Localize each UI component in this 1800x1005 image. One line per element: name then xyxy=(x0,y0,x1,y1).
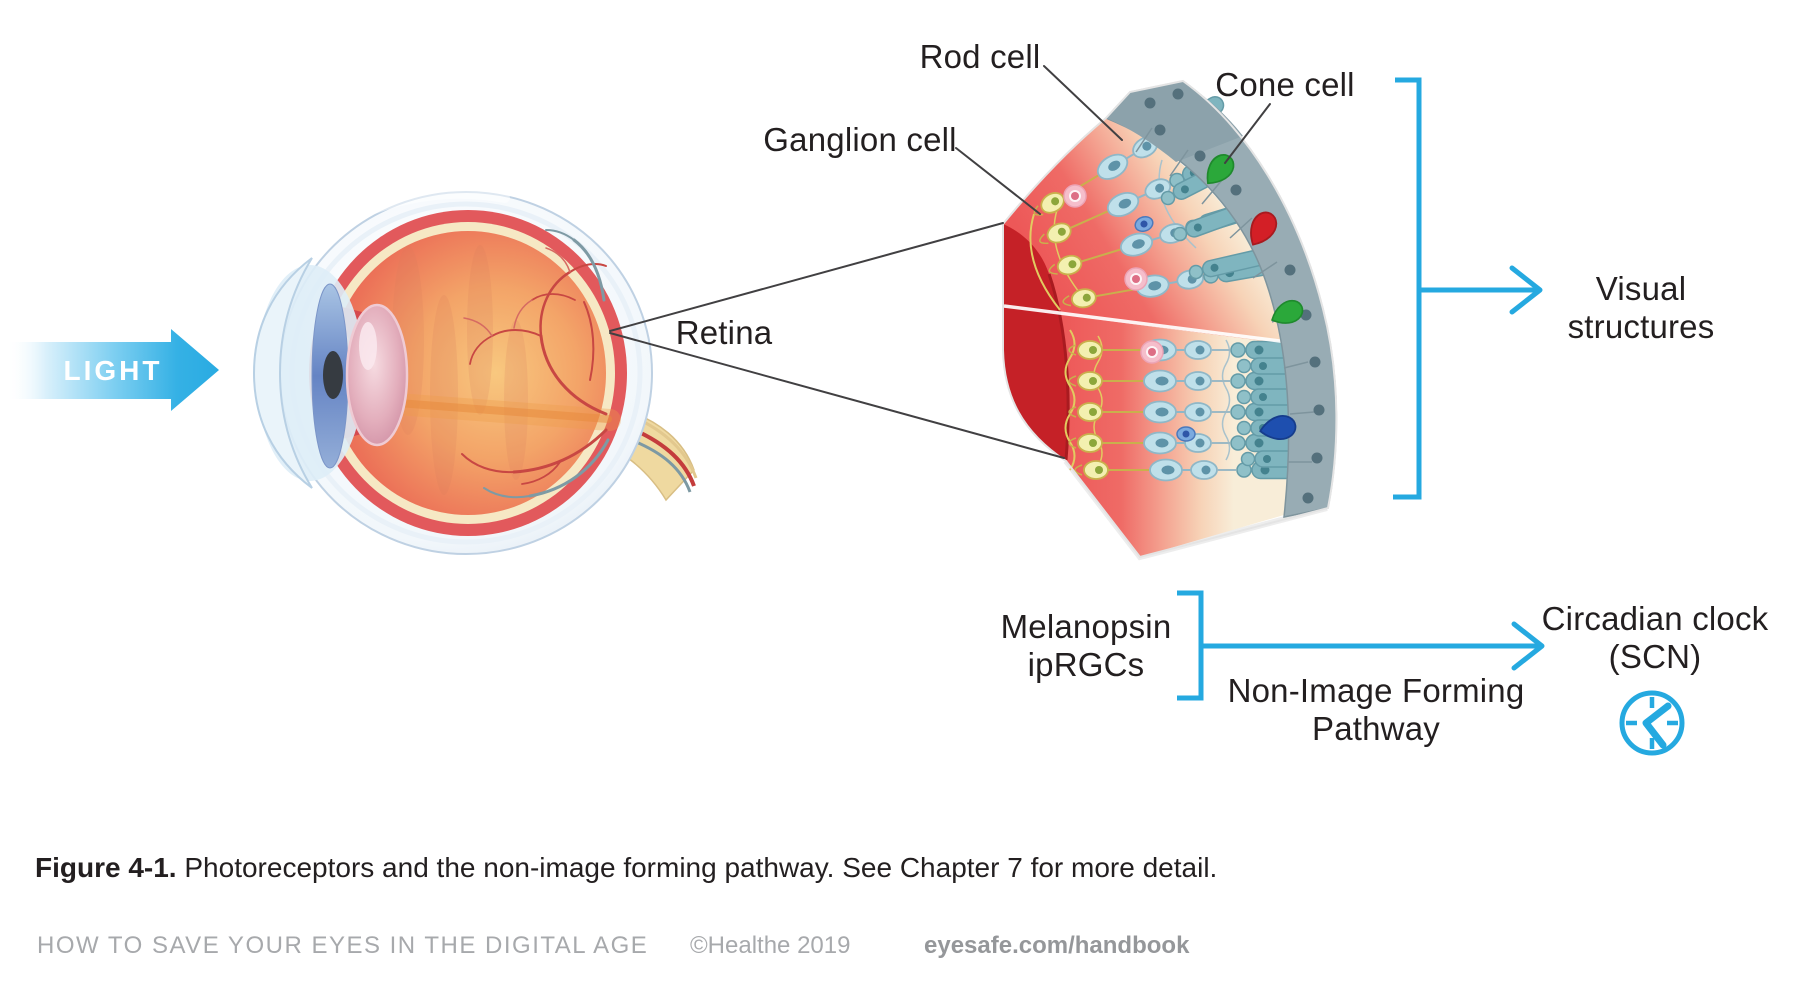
rod-cell-pointer xyxy=(1043,65,1123,141)
melanopsin-bracket xyxy=(1177,590,1545,701)
arrow-head-icon xyxy=(1509,265,1543,315)
retina-label: Retina xyxy=(675,314,773,351)
circadian-clock-line2: (SCN) xyxy=(1608,638,1702,675)
circadian-clock-label: Circadian clock (SCN) xyxy=(1542,600,1769,676)
clock-icon xyxy=(1619,690,1685,756)
figure-number: Figure 4-1. xyxy=(35,852,177,883)
retinal-vessels-red xyxy=(461,247,608,485)
vitreous-interior xyxy=(330,231,606,515)
ganglion-network xyxy=(1029,209,1103,471)
retina-wedge xyxy=(1002,79,1338,561)
ganglion-cell-label: Ganglion cell xyxy=(763,121,957,158)
ganglion-cell-pointer xyxy=(955,147,1041,215)
melanopsin-line1: Melanopsin xyxy=(1000,608,1172,645)
visual-structures-bracket xyxy=(1393,77,1543,500)
arrow-head-icon xyxy=(1511,621,1545,671)
cone-cell-pointer xyxy=(1224,103,1271,164)
visual-structures-line2: structures xyxy=(1567,308,1715,345)
retinal-vessels-teal xyxy=(483,229,610,499)
pointer-lines xyxy=(609,65,1271,459)
clock-hands xyxy=(1642,702,1672,749)
retina-pointer-upper xyxy=(609,222,1004,332)
light-arrow xyxy=(8,329,219,411)
melanopsin-label: Melanopsin ipRGCs xyxy=(1001,608,1172,684)
footer-website-link: eyesafe.com/handbook xyxy=(924,932,1190,959)
melanopsin-line2: ipRGCs xyxy=(1027,646,1145,683)
figure-caption: Figure 4-1. Photoreceptors and the non-i… xyxy=(35,852,1217,884)
non-image-forming-line1: Non-Image Forming xyxy=(1227,672,1525,709)
footer-copyright: ©Healthe 2019 xyxy=(690,932,851,959)
cornea xyxy=(252,257,313,489)
cone-cell-label: Cone cell xyxy=(1215,66,1355,103)
light-label: LIGHT xyxy=(63,355,163,386)
pupil xyxy=(323,351,343,399)
non-image-forming-label: Non-Image Forming Pathway xyxy=(1228,672,1525,748)
small-blue-cells xyxy=(1134,215,1196,442)
visual-structures-line1: Visual xyxy=(1595,270,1687,307)
eye-illustration xyxy=(252,188,698,555)
non-image-forming-line2: Pathway xyxy=(1312,710,1440,747)
visual-structures-label: Visual structures xyxy=(1568,270,1715,346)
retina-pointer-lower xyxy=(609,332,1065,459)
lens xyxy=(345,303,409,447)
footer-book-title: HOW TO SAVE YOUR EYES IN THE DIGITAL AGE xyxy=(37,932,649,959)
figure-caption-text: Photoreceptors and the non-image forming… xyxy=(184,852,1218,883)
rod-cell-label: Rod cell xyxy=(919,38,1041,75)
circadian-clock-line1: Circadian clock xyxy=(1541,600,1769,637)
amacrine-cells xyxy=(1063,184,1164,364)
